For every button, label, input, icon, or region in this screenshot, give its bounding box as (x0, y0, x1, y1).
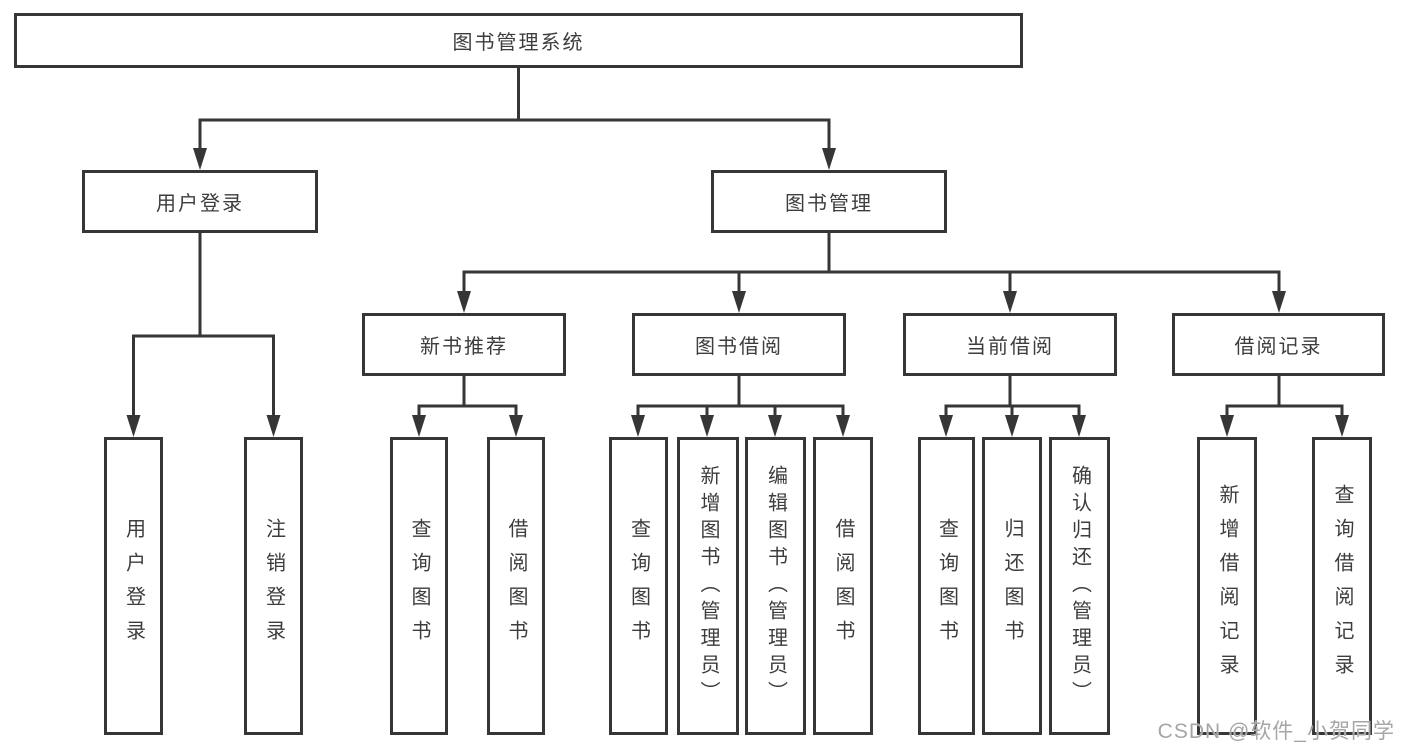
connector-root-to-level2 (198, 68, 831, 152)
leaf-label: 用户登录 (122, 518, 145, 654)
leaf-label: 借阅图书 (832, 518, 854, 654)
leaf-query-books-borrow: 查询图书 (609, 437, 668, 735)
connector-user-login-to-leaves (132, 233, 275, 421)
node-book-borrow: 图书借阅 (632, 313, 846, 376)
leaf-label: 新增图书（管理员） (697, 464, 719, 708)
connector-book-mgmt-to-level3 (462, 233, 1281, 296)
node-root-system: 图书管理系统 (14, 13, 1023, 68)
node-book-management: 图书管理 (711, 170, 947, 233)
leaf-label: 借阅图书 (505, 518, 527, 654)
arrow-icon (412, 415, 426, 437)
connector-new-book-to-leaves (417, 376, 518, 421)
arrow-icon (1003, 291, 1017, 313)
connector-current-borrow-to-leaves (944, 376, 1081, 421)
leaf-borrow-books: 借阅图书 (813, 437, 873, 735)
arrow-icon (700, 415, 714, 437)
arrow-icon (193, 148, 207, 170)
arrow-icon (457, 291, 471, 313)
node-current-borrow: 当前借阅 (903, 313, 1117, 376)
leaf-label: 注销登录 (262, 518, 285, 654)
arrow-icon (939, 415, 953, 437)
leaf-label: 编辑图书（管理员） (764, 464, 787, 708)
leaf-return-books: 归还图书 (982, 437, 1042, 735)
leaf-label: 新增借阅记录 (1216, 484, 1238, 688)
arrow-icon (822, 148, 836, 170)
leaf-confirm-return-admin: 确认归还（管理员） (1049, 437, 1110, 735)
connector-book-borrow-to-leaves (636, 376, 845, 421)
node-new-book-recommend: 新书推荐 (362, 313, 566, 376)
node-borrow-records: 借阅记录 (1172, 313, 1385, 376)
leaf-label: 确认归还（管理员） (1068, 464, 1091, 708)
leaf-query-books-current: 查询图书 (918, 437, 975, 735)
arrow-icon (126, 415, 141, 437)
leaf-query-borrow-record: 查询借阅记录 (1312, 437, 1372, 735)
arrow-icon (1005, 415, 1019, 437)
node-user-login: 用户登录 (82, 170, 318, 233)
arrow-icon (1072, 415, 1086, 437)
leaf-borrow-books-recommend: 借阅图书 (487, 437, 545, 735)
leaf-label: 查询图书 (935, 518, 958, 654)
arrow-icon (1335, 415, 1349, 437)
leaf-label: 查询借阅记录 (1331, 484, 1353, 688)
leaf-label: 查询图书 (408, 518, 430, 654)
leaf-add-books-admin: 新增图书（管理员） (677, 437, 739, 735)
arrowheads (126, 148, 1349, 437)
arrow-icon (836, 415, 850, 437)
csdn-watermark: CSDN @软件_小贺同学 (1157, 720, 1395, 743)
arrow-icon (509, 415, 523, 437)
leaf-label: 查询图书 (627, 518, 650, 654)
arrow-icon (266, 415, 281, 437)
leaf-query-books-recommend: 查询图书 (390, 437, 448, 735)
leaf-user-login: 用户登录 (104, 437, 163, 735)
leaf-logout: 注销登录 (244, 437, 303, 735)
connector-borrow-records-to-leaves (1225, 376, 1344, 421)
arrow-icon (1272, 291, 1286, 313)
arrow-icon (1220, 415, 1234, 437)
leaf-label: 归还图书 (1001, 518, 1023, 654)
leaf-add-borrow-record: 新增借阅记录 (1197, 437, 1257, 735)
leaf-edit-books-admin: 编辑图书（管理员） (745, 437, 806, 735)
arrow-icon (732, 291, 746, 313)
arrow-icon (768, 415, 782, 437)
arrow-icon (631, 415, 645, 437)
